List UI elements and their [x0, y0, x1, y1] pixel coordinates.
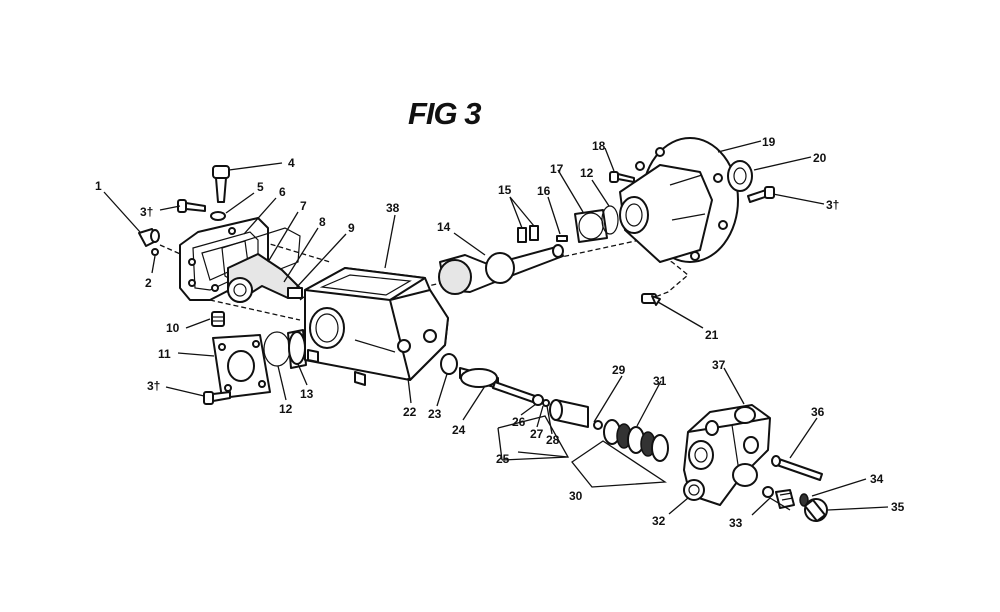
- callout-7: 7: [300, 199, 307, 213]
- part-24-plunger-shaft: [459, 367, 536, 403]
- callout-10: 10: [166, 321, 180, 335]
- part-5-washer: [210, 211, 226, 221]
- part-31-seal-kit: [603, 419, 669, 462]
- callout-19: 19: [762, 135, 776, 149]
- part-12-o-ring-left: [263, 331, 291, 367]
- part-3-bolt-right: [747, 186, 775, 203]
- part-33-check-valve: [762, 486, 795, 509]
- callout-25: 25: [496, 452, 510, 466]
- callout-1: 1: [95, 179, 102, 193]
- figure-title: FIG 3: [408, 96, 482, 131]
- callout-5: 5: [257, 180, 264, 194]
- callout-4: 4: [288, 156, 295, 170]
- callout-3-upper: 3†: [140, 205, 153, 219]
- callout-14: 14: [437, 220, 451, 234]
- part-13-bushing: [287, 329, 307, 369]
- part-38-main-body: [304, 267, 449, 386]
- callout-15: 15: [498, 183, 512, 197]
- part-15-springs: [517, 225, 539, 243]
- callout-labels: 1 2 3† 4 5 6 7 8 9 10 11 3† 12 13 14 15 …: [95, 135, 905, 530]
- part-20-oil-seal: [727, 160, 753, 192]
- part-3-bolt-lower-left: [203, 391, 231, 405]
- callout-29: 29: [612, 363, 626, 377]
- part-29-sleeve: [549, 399, 603, 430]
- part-32-plug: [683, 479, 705, 501]
- callout-11: 11: [158, 347, 171, 361]
- part-10-plug: [211, 311, 225, 327]
- callout-34: 34: [870, 472, 884, 486]
- part-37-valve-body: [683, 404, 771, 506]
- part-3-bolt-upper-left: [177, 199, 206, 213]
- callout-31: 31: [653, 374, 667, 388]
- callout-2: 2: [145, 276, 152, 290]
- part-19-bearing-housing: [619, 137, 739, 263]
- callout-18: 18: [592, 139, 606, 153]
- callout-32: 32: [652, 514, 666, 528]
- callout-6: 6: [279, 185, 286, 199]
- part-21-bolt: [641, 293, 661, 306]
- callout-24: 24: [452, 423, 466, 437]
- callout-33: 33: [729, 516, 743, 530]
- callout-23: 23: [428, 407, 442, 421]
- callout-37: 37: [712, 358, 726, 372]
- callout-13: 13: [300, 387, 314, 401]
- callout-20: 20: [813, 151, 827, 165]
- callout-38: 38: [386, 201, 400, 215]
- part-27-pin: [542, 399, 550, 407]
- part-14-camshaft: [438, 244, 564, 295]
- callout-35: 35: [891, 500, 905, 514]
- part-26-washer: [532, 394, 544, 406]
- part-9-pin: [287, 287, 303, 299]
- part-12-o-ring-right: [601, 205, 619, 235]
- callout-3-right: 3†: [826, 198, 839, 212]
- callout-17: 17: [550, 162, 564, 176]
- callout-8: 8: [319, 215, 326, 229]
- part-11-flange-plate: [212, 334, 271, 399]
- callout-27: 27: [530, 427, 544, 441]
- part-2-washer: [151, 248, 159, 256]
- callout-3-lower: 3†: [147, 379, 160, 393]
- callout-36: 36: [811, 405, 825, 419]
- callout-26: 26: [512, 415, 526, 429]
- callout-9: 9: [348, 221, 355, 235]
- callout-12-upper: 12: [580, 166, 594, 180]
- part-36-stud: [771, 455, 823, 481]
- part-16-key: [556, 235, 568, 242]
- part-4-screw: [212, 165, 230, 203]
- callout-30: 30: [569, 489, 583, 503]
- part-23-washer: [440, 353, 458, 375]
- part-1-fitting: [138, 228, 160, 247]
- part-7-gasket: [221, 227, 301, 286]
- part-35-cap: [804, 498, 828, 522]
- callout-12-lower: 12: [279, 402, 293, 416]
- callout-16: 16: [537, 184, 551, 198]
- callout-22: 22: [403, 405, 417, 419]
- callout-21: 21: [705, 328, 719, 342]
- callout-28: 28: [546, 433, 560, 447]
- part-18-bolt: [609, 171, 635, 183]
- leader-lines: [103, 140, 889, 516]
- part-8-cam-follower: [227, 253, 301, 303]
